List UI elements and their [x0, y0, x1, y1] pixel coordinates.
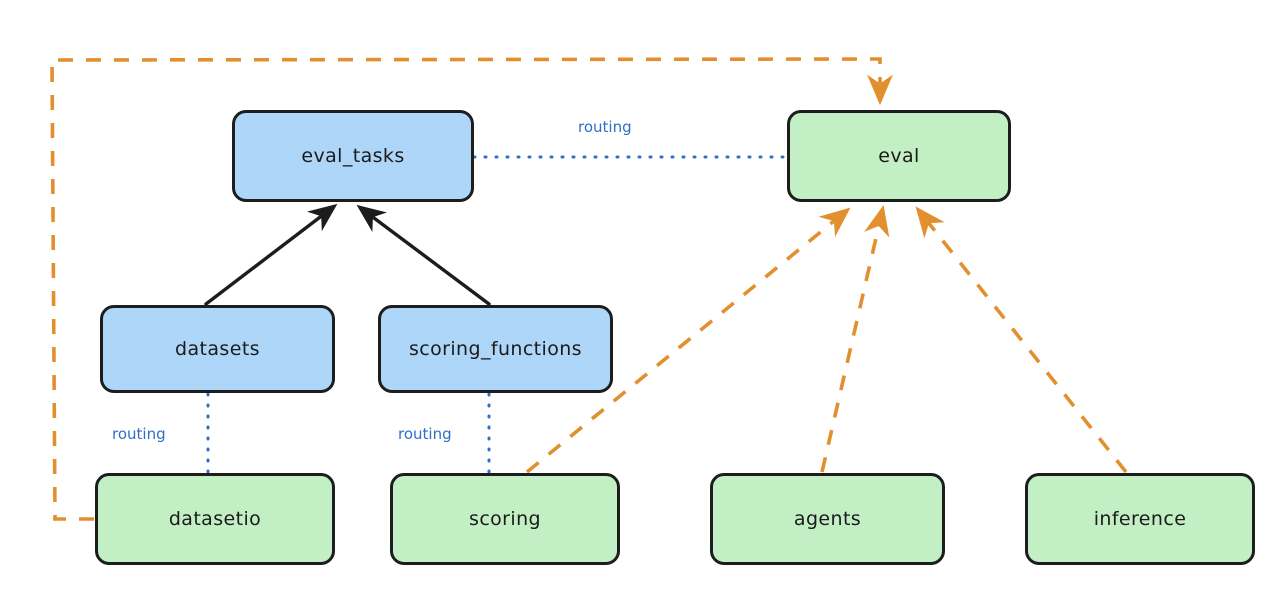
node-scoring_functions[interactable]: scoring_functions — [378, 305, 613, 393]
edge-label-routing-datasets-datasetio: routing — [112, 425, 166, 443]
node-label-eval: eval — [878, 145, 920, 167]
node-agents[interactable]: agents — [710, 473, 945, 565]
edge-inference-to-eval — [915, 206, 1128, 474]
node-label-scoring_functions: scoring_functions — [409, 338, 582, 360]
edge-datasets-to-eval_tasks — [204, 203, 338, 306]
edge-scoring_functions-to-eval_tasks — [356, 204, 491, 306]
node-inference[interactable]: inference — [1025, 473, 1255, 565]
edge-label-routing-eval_tasks-eval: routing — [578, 118, 632, 136]
node-label-datasets: datasets — [175, 338, 260, 360]
edge-agents-to-eval — [820, 204, 890, 473]
node-datasetio[interactable]: datasetio — [95, 473, 335, 565]
edge-label-routing-scoring_functions-scoring: routing — [398, 425, 452, 443]
node-eval[interactable]: eval — [787, 110, 1011, 202]
node-datasets[interactable]: datasets — [100, 305, 335, 393]
node-label-eval_tasks: eval_tasks — [301, 145, 405, 167]
node-scoring[interactable]: scoring — [390, 473, 620, 565]
node-label-datasetio: datasetio — [168, 508, 262, 530]
node-label-scoring: scoring — [469, 508, 541, 530]
edge-scoring-to-eval — [525, 207, 851, 474]
node-eval_tasks[interactable]: eval_tasks — [232, 110, 474, 202]
node-label-agents: agents — [793, 508, 862, 530]
node-label-inference: inference — [1093, 508, 1187, 530]
